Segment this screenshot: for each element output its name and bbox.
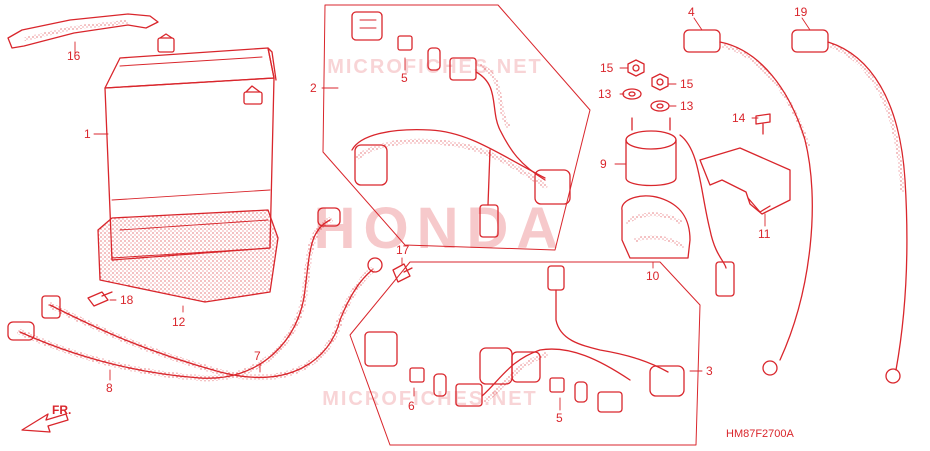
callout-5-lower: 5 — [556, 411, 563, 425]
part-battery-band — [7, 13, 159, 49]
part-starter-relay — [625, 117, 735, 297]
part-nuts-washers — [622, 59, 670, 112]
callout-19: 19 — [794, 5, 808, 19]
part-bolts — [87, 263, 413, 307]
leader-lines — [74, 17, 811, 411]
group-box-upper — [322, 4, 591, 251]
part-long-cables — [683, 29, 908, 384]
callout-10: 10 — [646, 269, 660, 283]
diagram-code: HM87F2700A — [726, 428, 795, 440]
part-lower-harness — [364, 265, 685, 413]
callout-7: 7 — [254, 349, 261, 363]
callout-4: 4 — [688, 5, 695, 19]
callout-6: 6 — [408, 399, 415, 413]
callout-15-left: 15 — [600, 61, 614, 75]
part-bracket — [699, 147, 791, 215]
part-battery-tray-pad — [97, 209, 279, 303]
part-upper-harness — [351, 11, 571, 238]
callout-14: 14 — [732, 111, 746, 125]
front-label: FR. — [52, 403, 71, 417]
callout-1: 1 — [84, 127, 91, 141]
part-cables — [7, 207, 383, 382]
front-arrow-icon — [21, 413, 69, 433]
callout-11: 11 — [758, 227, 771, 241]
callout-13-left: 13 — [598, 87, 612, 101]
callout-13-right: 13 — [680, 99, 694, 113]
callout-16: 16 — [67, 49, 81, 63]
callout-5-upper: 5 — [401, 71, 408, 85]
callout-8: 8 — [106, 381, 113, 395]
callout-12: 12 — [172, 315, 186, 329]
callout-3: 3 — [706, 364, 713, 378]
part-relay-cover — [621, 195, 691, 259]
watermark-honda: HONDA — [314, 196, 567, 261]
watermark-microfiches-bottom: MICROFICHES.NET — [322, 388, 538, 410]
callout-2: 2 — [310, 81, 317, 95]
group-box-lower — [349, 261, 701, 446]
part-screw — [755, 113, 771, 135]
callout-9: 9 — [600, 157, 607, 171]
watermark-microfiches-top: MICROFICHES.NET — [327, 56, 543, 78]
callout-17: 17 — [396, 243, 410, 257]
callout-15-right: 15 — [680, 77, 694, 91]
callout-18: 18 — [120, 293, 134, 307]
